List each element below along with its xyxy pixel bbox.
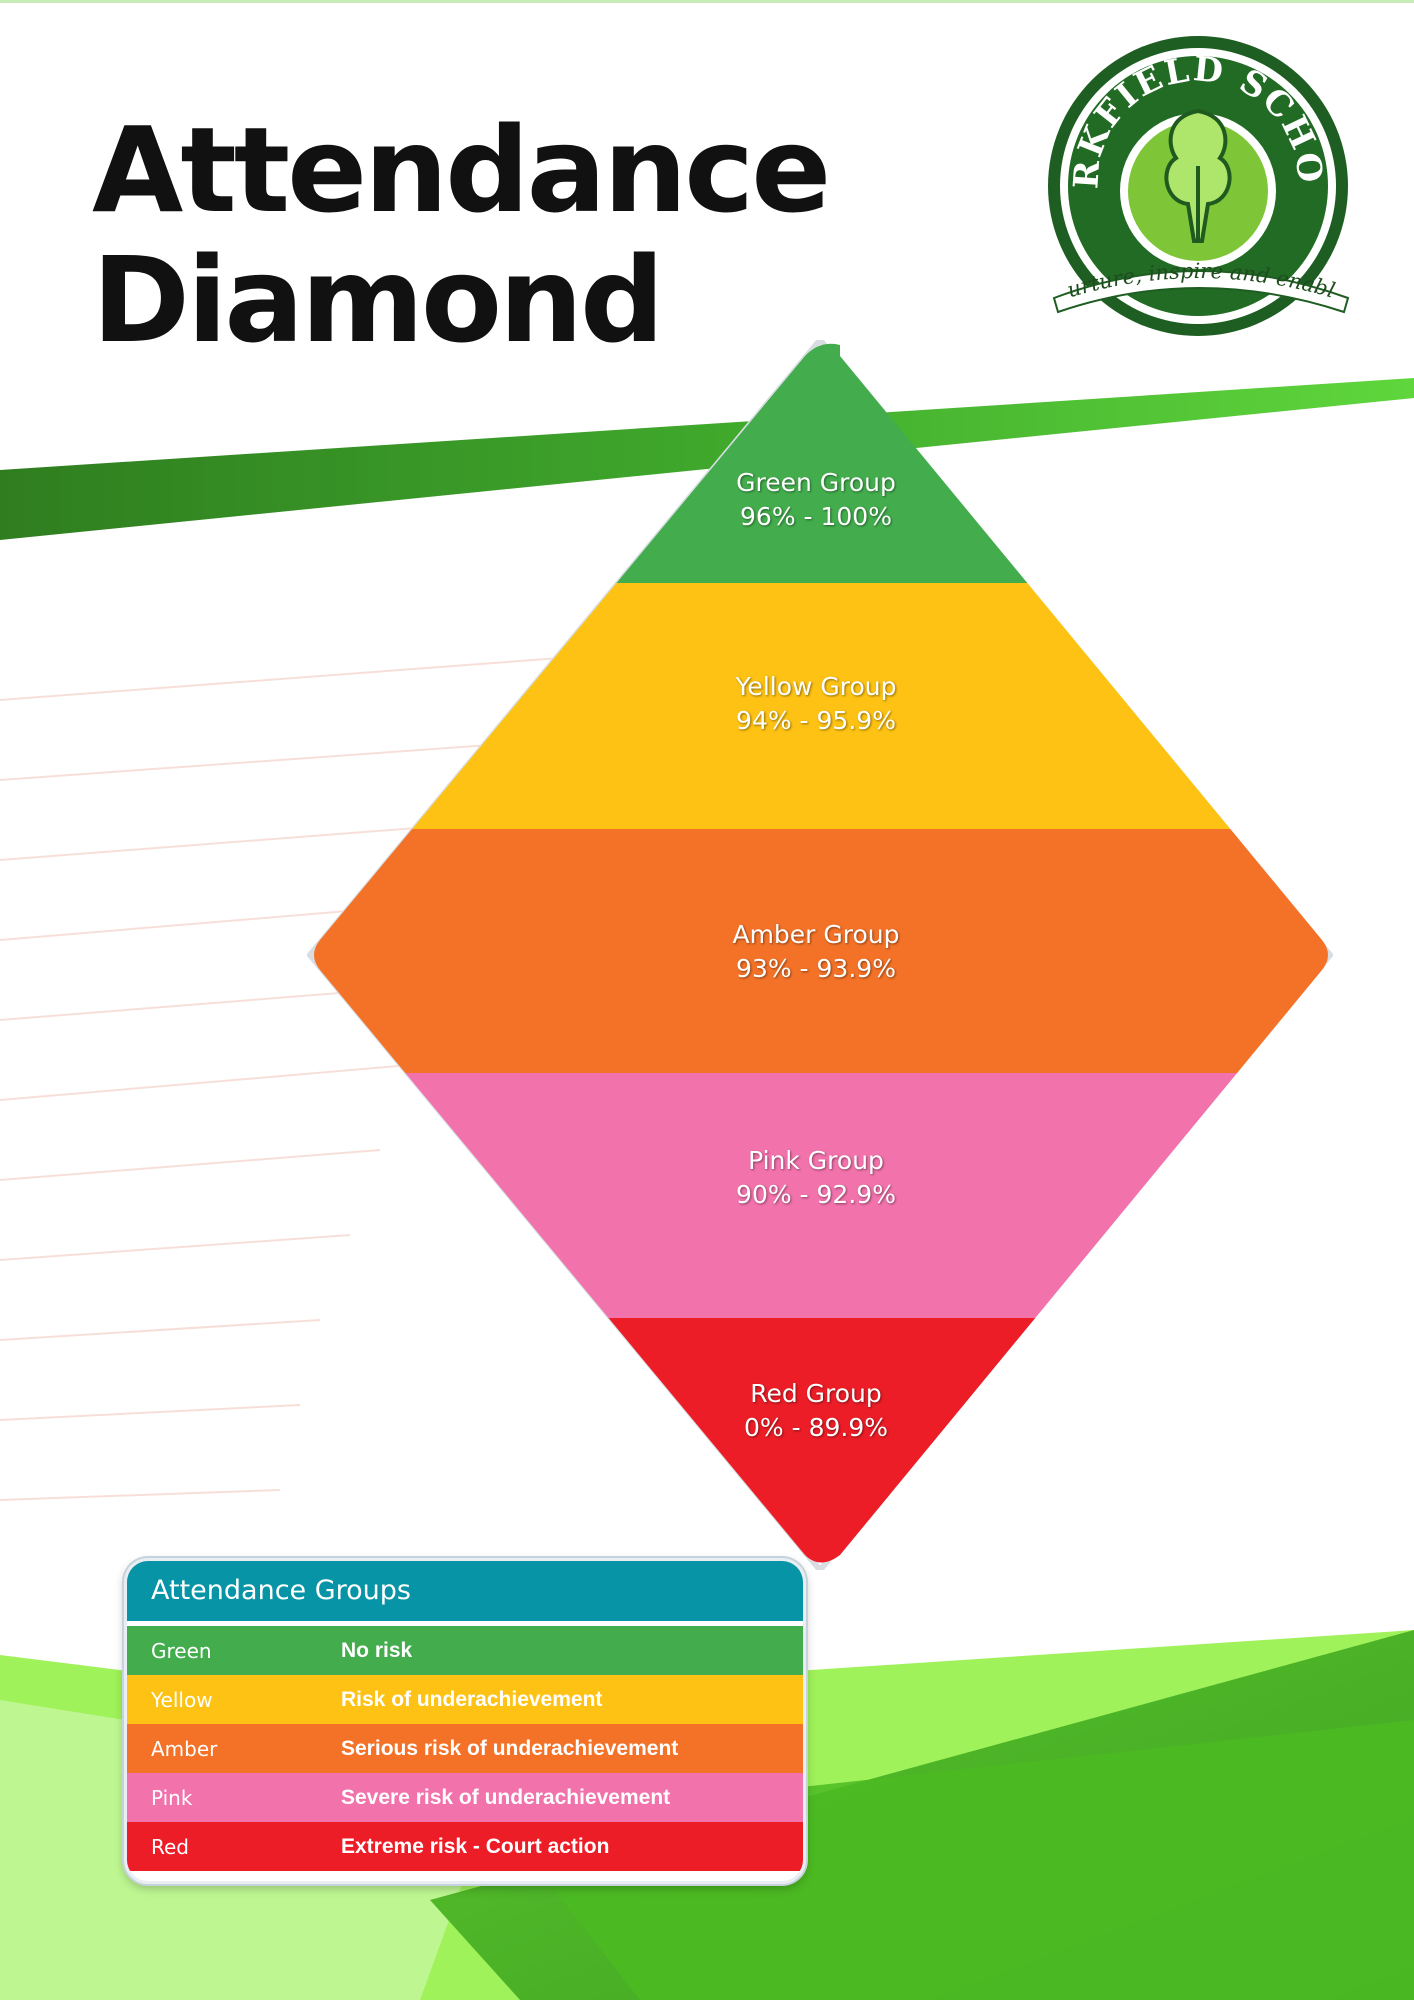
band-range: 94% - 95.9% [736, 706, 896, 735]
band-name: Red Group [750, 1379, 882, 1408]
band-range: 90% - 92.9% [736, 1180, 896, 1209]
legend-title: Attendance Groups [127, 1561, 803, 1626]
legend-row-green: Green No risk [127, 1626, 803, 1675]
legend-group: Amber [151, 1736, 218, 1761]
legend-group: Red [151, 1834, 189, 1859]
band-label-amber: Amber Group 93% - 93.9% [616, 918, 1016, 986]
legend-group: Yellow [151, 1687, 213, 1712]
legend-description: Risk of underachievement [341, 1687, 603, 1711]
band-label-yellow: Yellow Group 94% - 95.9% [616, 670, 1016, 738]
diamond-band-green [314, 343, 1328, 583]
tree-icon [1164, 108, 1232, 243]
legend-row-amber: Amber Serious risk of underachievement [127, 1724, 803, 1773]
legend-group: Green [151, 1638, 212, 1663]
band-name: Yellow Group [735, 672, 897, 701]
attendance-diamond [307, 340, 1333, 1570]
band-range: 93% - 93.9% [736, 954, 896, 983]
band-label-pink: Pink Group 90% - 92.9% [616, 1144, 1016, 1212]
attendance-groups-legend: Attendance Groups Green No risk Yellow R… [124, 1558, 806, 1884]
legend-row-pink: Pink Severe risk of underachievement [127, 1773, 803, 1822]
title-line-1: Attendance [92, 101, 831, 239]
legend-description: Extreme risk - Court action [341, 1834, 610, 1858]
band-name: Amber Group [732, 920, 900, 949]
band-label-red: Red Group 0% - 89.9% [616, 1377, 1016, 1445]
legend-description: No risk [341, 1638, 413, 1662]
band-label-green: Green Group 96% - 100% [616, 466, 1016, 534]
legend-row-red: Red Extreme risk - Court action [127, 1822, 803, 1871]
legend-group: Pink [151, 1785, 193, 1810]
band-name: Pink Group [748, 1146, 884, 1175]
band-name: Green Group [736, 468, 896, 497]
legend-row-yellow: Yellow Risk of underachievement [127, 1675, 803, 1724]
legend-description: Serious risk of underachievement [341, 1736, 679, 1760]
legend-description: Severe risk of underachievement [341, 1785, 671, 1809]
diamond-band-amber [314, 829, 1328, 1073]
band-range: 0% - 89.9% [744, 1413, 888, 1442]
school-logo: PARKFIELD SCHOOL nurture, inspire and en… [1048, 36, 1350, 336]
page-title: Attendance Diamond [92, 101, 831, 369]
band-range: 96% - 100% [740, 502, 892, 531]
title-line-2: Diamond [92, 231, 665, 369]
